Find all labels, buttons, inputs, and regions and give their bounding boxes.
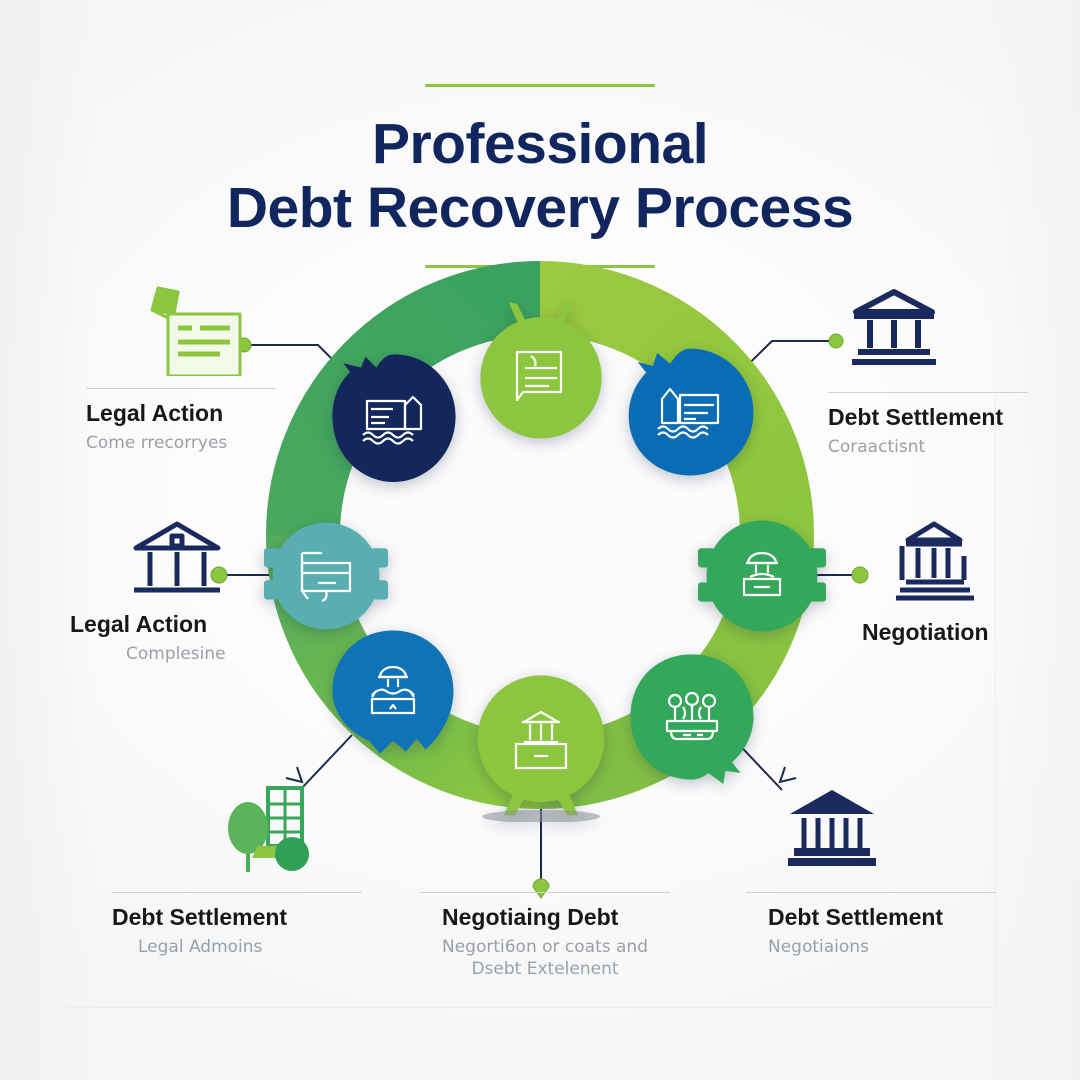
node-right[interactable] [698, 512, 826, 640]
node-top-left[interactable] [328, 350, 460, 486]
node-left[interactable] [264, 514, 388, 638]
tree-building-icon [228, 786, 309, 872]
node-right-shape [698, 520, 826, 632]
node-bottom-left-shape [332, 630, 454, 754]
meeting-table-icon [665, 691, 719, 741]
label-debt-settlement-bottom-left: Debt Settlement Legal Admoins [112, 892, 362, 959]
label-title: Debt Settlement [828, 404, 1004, 430]
label-legal-action-mid-left: Legal Action Complesine [70, 611, 270, 666]
label-divider [420, 892, 670, 893]
label-negotiation-mid-right: Negotiation [862, 619, 1062, 652]
node-top-right[interactable] [620, 342, 760, 482]
classical-bank-icon [788, 790, 876, 866]
label-title: Legal Action [86, 400, 224, 426]
label-subtitle: Complesine [126, 644, 226, 665]
card-document-icon [300, 551, 352, 603]
courthouse-icon [133, 521, 221, 593]
label-subtitle: Negotiaions [768, 937, 869, 958]
connector-dot-top-right [828, 333, 844, 349]
handshake-desk-icon [370, 665, 416, 715]
node-left-shape [264, 522, 388, 630]
label-subtitle: Coraactisnt [828, 437, 926, 458]
title-rule-top [425, 84, 655, 87]
label-title: Legal Action [70, 611, 208, 637]
label-divider [828, 392, 1028, 393]
label-subtitle: Come rrecorryes [86, 433, 228, 454]
label-title: Negotiation [862, 619, 989, 645]
title-line-2: Debt Recovery Process [226, 175, 854, 240]
title-line-1: Professional [371, 112, 709, 176]
invoice-ship-icon [657, 387, 720, 439]
label-title: Debt Settlement [112, 904, 288, 930]
connector-dot-mid-right [851, 566, 869, 584]
label-divider [112, 892, 362, 893]
courthouse-steps-icon [896, 521, 974, 601]
title-block: Professional Debt Recovery Process [0, 84, 1080, 268]
bank-ledger-icon [514, 710, 568, 770]
node-top-center[interactable] [476, 302, 606, 442]
label-legal-action-top-left: Legal Action Come rrecorryes [86, 388, 276, 455]
label-title: Negotiaing Debt [442, 904, 619, 930]
label-debt-settlement-bottom-right: Debt Settlement Negotiaions [746, 892, 996, 959]
document-lines-icon [515, 350, 563, 402]
worker-desk-icon [742, 551, 782, 597]
node-top-left-shape [332, 354, 456, 482]
label-title: Debt Settlement [768, 904, 944, 930]
label-subtitle: Legal Admoins [138, 937, 263, 958]
label-divider [86, 388, 276, 389]
label-debt-settlement-top-right: Debt Settlement Coraactisnt [828, 392, 1028, 459]
bank-building-icon [852, 289, 936, 365]
node-bottom-right[interactable] [624, 650, 760, 786]
node-bottom-center[interactable] [471, 671, 611, 822]
label-divider [746, 892, 996, 893]
page-title: Professional Debt Recovery Process [0, 112, 1080, 241]
document-checklist-icon [150, 286, 242, 376]
node-bottom-left[interactable] [326, 624, 460, 760]
label-subtitle: Negorti6on or coats and Dsebt Extelenent [441, 937, 648, 979]
invoice-ship-icon [362, 395, 423, 445]
panel-edge-bottom [60, 1007, 996, 1008]
label-negotiating-debt-bottom-center: Negotiaing Debt Negorti6on or coats and … [420, 892, 670, 980]
